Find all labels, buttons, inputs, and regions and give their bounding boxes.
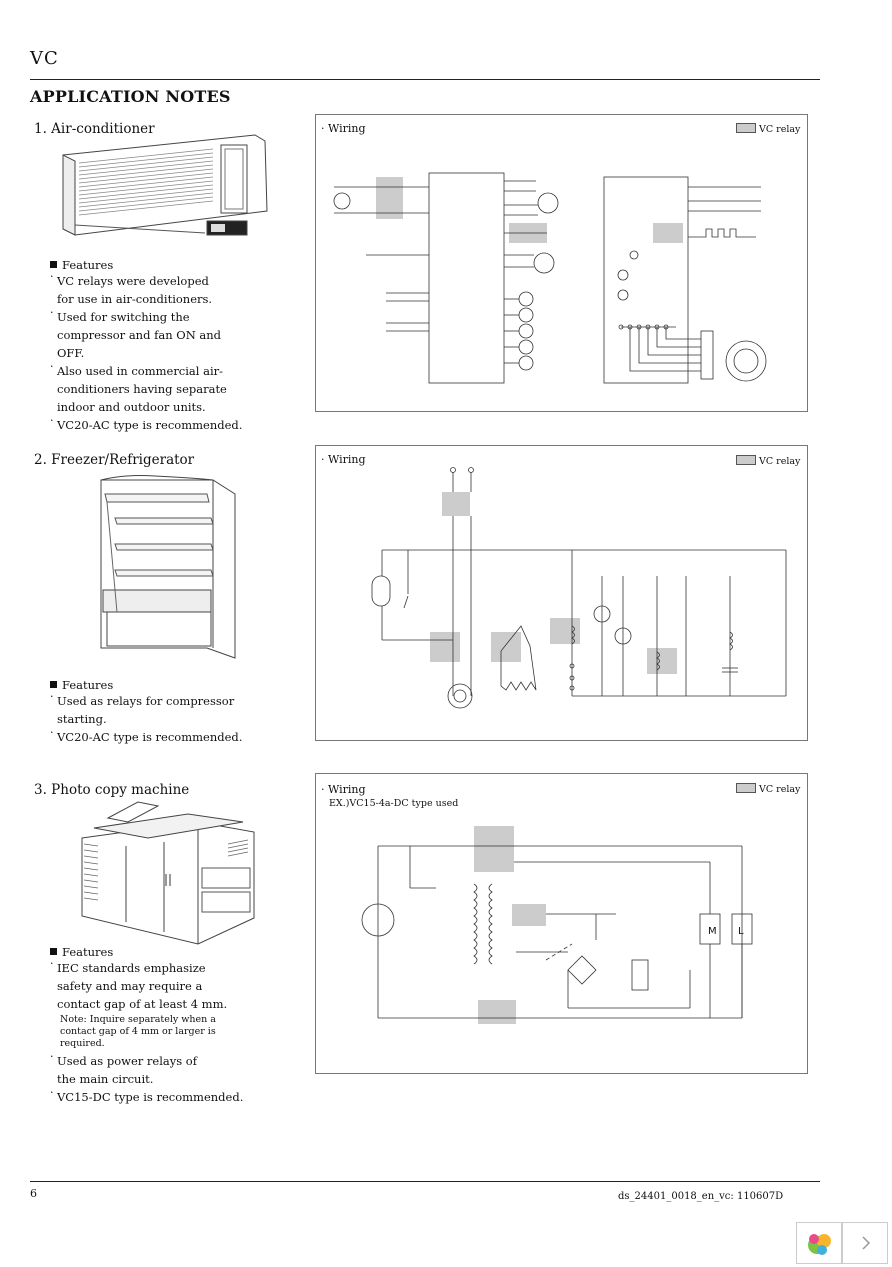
refrigerator-wiring-diagram (371, 467, 787, 709)
header-rule (30, 79, 820, 80)
section-1-features: Features ·VC relays were developed for u… (50, 258, 290, 434)
section-3-heading: 3. Photo copy machine (34, 782, 190, 798)
list-item: ·IEC standards emphasize safety and may … (50, 957, 228, 1011)
list-item: ·Used for switching the compressor and f… (50, 306, 222, 360)
section-2-heading: 2. Freezer/Refrigerator (34, 452, 195, 468)
photocopier-wiring-diagram: M L (361, 826, 753, 1024)
motor-label: M (708, 926, 717, 937)
page-number: 6 (30, 1187, 37, 1200)
next-page-button[interactable] (842, 1222, 888, 1264)
air-conditioner-image (62, 134, 268, 236)
footer-rule (30, 1181, 820, 1182)
lamp-label: L (738, 926, 744, 937)
air-conditioner-wiring-diagram (333, 172, 767, 384)
features-title: Features (50, 258, 290, 272)
relay-legend: VC relay (736, 455, 800, 467)
list-item: ·VC15-DC type is recommended. (50, 1086, 244, 1104)
list-item: ·Used as power relays of the main circui… (50, 1050, 197, 1086)
refrigerator-image (100, 475, 236, 659)
photocopier-image (81, 801, 255, 945)
chevron-right-icon (862, 1236, 871, 1250)
series-name: VC (30, 48, 59, 69)
page-title: APPLICATION NOTES (30, 87, 231, 106)
wiring-label: Wiring (328, 453, 366, 466)
list-item: ·VC20-AC type is recommended. (50, 414, 243, 432)
relay-legend: VC relay (736, 783, 800, 795)
features-title: Features (50, 945, 290, 959)
relay-legend: VC relay (736, 123, 800, 135)
features-title: Features (50, 678, 290, 692)
wiring-subtitle: EX.)VC15-4a-DC type used (329, 798, 459, 809)
wiring-label: Wiring (328, 783, 366, 796)
section-2-features: Features ·Used as relays for compressor … (50, 678, 290, 746)
section-1-heading: 1. Air-conditioner (34, 121, 155, 137)
wiring-label: Wiring (328, 122, 366, 135)
list-item: ·Used as relays for compressor starting. (50, 690, 235, 726)
section-3-features: Features ·IEC standards emphasize safety… (50, 945, 290, 1106)
list-item: ·VC20-AC type is recommended. (50, 726, 243, 744)
list-item: ·VC relays were developed for use in air… (50, 270, 213, 306)
wiring-panel-2: · Wiring VC relay (315, 445, 808, 741)
contact-gap-note: Note: Inquire separately when a contact … (60, 1014, 216, 1049)
logo-icon (808, 1234, 831, 1255)
wiring-panel-1: · Wiring VC relay (315, 114, 808, 412)
document-id: ds_24401_0018_en_vc: 110607D (618, 1191, 784, 1202)
list-item: ·Also used in commercial air-conditioner… (50, 360, 227, 414)
wiring-panel-3: · Wiring EX.)VC15-4a-DC type used VC rel… (315, 773, 808, 1074)
viewer-logo-button[interactable] (796, 1222, 842, 1264)
